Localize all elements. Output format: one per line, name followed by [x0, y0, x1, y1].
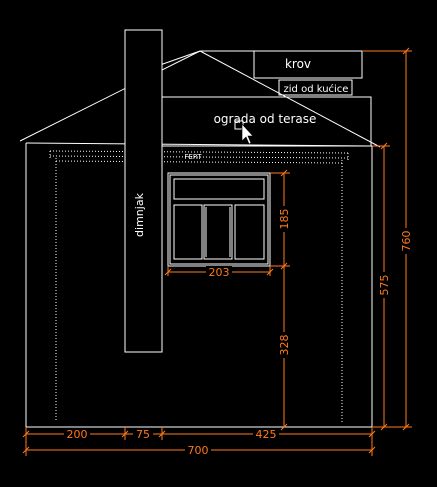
- chimney[interactable]: [124, 29, 163, 353]
- dim-right-total-tick-top: [402, 47, 410, 55]
- dim-bg-window-height: [278, 206, 290, 232]
- dim-bottom-tick-1: [22, 430, 30, 438]
- roof: [19, 50, 381, 148]
- dim-bg-bottom-left: [64, 428, 90, 440]
- dim-bg-right-total: [400, 228, 412, 254]
- dim-bg-right-inner: [378, 272, 390, 298]
- dim-right-inner-text: 575: [378, 275, 391, 296]
- dim-bottom-total-tick-l: [22, 446, 30, 454]
- roof-right-slope: [199, 50, 381, 148]
- window-pane-mid: [203, 204, 233, 260]
- window[interactable]: [167, 172, 271, 267]
- dimensions: [22, 47, 412, 456]
- dim-bg-below-window: [278, 332, 290, 358]
- house-wall-label-box[interactable]: [278, 79, 353, 96]
- dim-right-inner-tick-top: [380, 142, 388, 150]
- dim-bottom-mid-text: 75: [136, 428, 150, 441]
- fert-label: FERT: [184, 153, 202, 161]
- dim-bottom-right-text: 425: [256, 428, 277, 441]
- dim-vertical-tick-bottom: [280, 423, 288, 431]
- house-wall-label: zid od kućice: [284, 83, 349, 95]
- dim-bg-bottom-mid: [133, 428, 153, 440]
- house-outline: [25, 142, 373, 428]
- window-transom: [173, 178, 265, 200]
- roof-left-slope: [19, 50, 201, 142]
- dim-vertical-tick-mid: [280, 262, 288, 270]
- window-frame-inner: [169, 174, 269, 265]
- window-frame-outer: [167, 172, 271, 267]
- roof-label: krov: [285, 57, 311, 71]
- dim-bottom-tick-4: [368, 430, 376, 438]
- dim-bottom-tick-2: [121, 430, 129, 438]
- terrace-fence-label: ograda od terase: [214, 112, 317, 126]
- dim-window-width-tick-l: [164, 268, 172, 276]
- dim-window-height-text: 185: [278, 209, 291, 230]
- window-pane-right: [234, 204, 265, 260]
- dim-window-width-text: 203: [209, 266, 230, 279]
- dim-bottom-tick-3: [158, 430, 166, 438]
- arrow-cursor-icon: [234, 120, 254, 145]
- dim-below-window-text: 328: [278, 335, 291, 356]
- chimney-label: dimnjak: [133, 192, 146, 237]
- roof-label-box[interactable]: [253, 50, 363, 79]
- dim-bg-bottom-total: [185, 444, 211, 456]
- dim-bottom-total-tick-r: [368, 446, 376, 454]
- dim-window-width-tick-r: [266, 268, 274, 276]
- inner-top-line-3: [55, 160, 343, 164]
- window-pane-left: [173, 204, 203, 260]
- inner-outline: [49, 150, 349, 422]
- dim-bottom-left-text: 200: [67, 428, 88, 441]
- dim-right-total-text: 760: [400, 231, 413, 252]
- dim-bottom-total-text: 700: [188, 444, 209, 457]
- cursor-arrow: [241, 123, 254, 145]
- dim-bg-window-width: [206, 266, 232, 278]
- dim-vertical-tick-top: [280, 169, 288, 177]
- dim-bg-bottom-right: [253, 428, 279, 440]
